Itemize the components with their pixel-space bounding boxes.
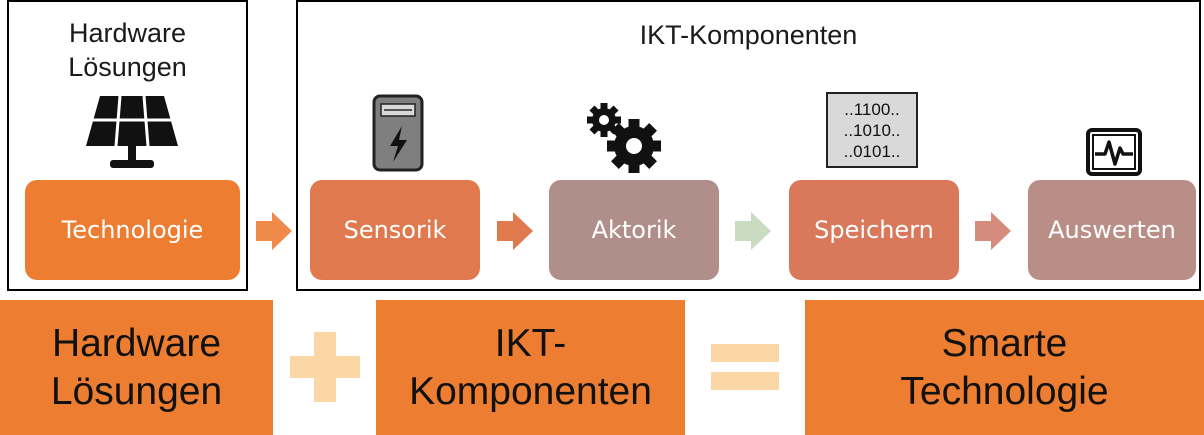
smart-meter-icon <box>372 94 424 172</box>
hardware-box-line1: Hardware <box>51 321 222 365</box>
smarte-box-line1: Smarte <box>941 321 1068 365</box>
sensorik-step: Sensorik <box>310 180 480 280</box>
arrow-speichern-to-auswerten <box>975 212 1011 250</box>
ikt-box-line2: Komponenten <box>409 369 652 413</box>
hardware-title-line1: Hardware <box>68 18 187 48</box>
binary-data-icon: ..1100.. ..1010.. ..0101.. <box>826 92 918 168</box>
hardware-box-line2: Lösungen <box>50 369 223 413</box>
aktorik-step: Aktorik <box>549 180 719 280</box>
hardware-title-line2: Lösungen <box>68 52 187 82</box>
arrow-hardware-to-ikt <box>256 212 292 250</box>
plus-icon <box>290 332 360 402</box>
ikt-komponenten-box: IKT- Komponenten <box>376 300 685 435</box>
arrow-aktorik-to-speichern <box>735 212 771 250</box>
technologie-step: Technologie <box>25 180 240 280</box>
hardware-frame-title: Hardware Lösungen <box>9 16 246 84</box>
speichern-step: Speichern <box>789 180 959 280</box>
ikt-frame-title: IKT-Komponenten <box>639 20 858 50</box>
smarte-technologie-box: Smarte Technologie <box>805 300 1204 435</box>
ikt-box-line1: IKT- <box>494 321 567 365</box>
gears-icon <box>587 103 661 173</box>
binary-line-3: ..0101.. <box>843 142 901 161</box>
hardware-loesungen-box: Hardware Lösungen <box>0 300 273 435</box>
tablet-pulse-icon <box>1086 128 1142 176</box>
arrow-sensorik-to-aktorik <box>497 212 533 250</box>
smarte-box-line2: Technologie <box>900 369 1109 413</box>
binary-line-1: ..1100.. <box>844 100 900 119</box>
auswerten-step: Auswerten <box>1028 180 1196 280</box>
equals-icon <box>711 344 779 390</box>
binary-line-2: ..1010.. <box>843 121 901 140</box>
solar-panel-icon <box>86 95 178 168</box>
